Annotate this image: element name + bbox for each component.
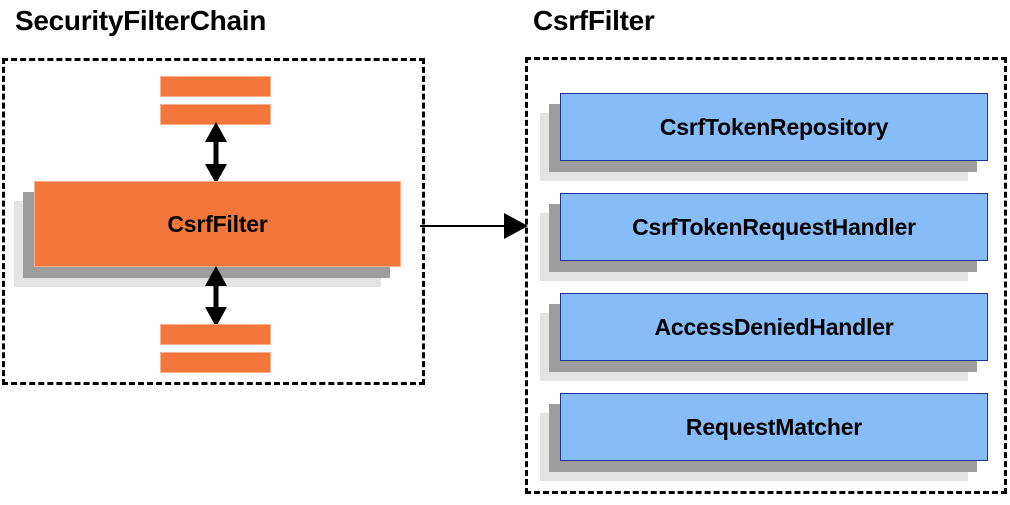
connector-chain-below-arrow: [205, 266, 227, 327]
component-label: RequestMatcher: [560, 393, 988, 461]
filter-slab-above-1: [160, 76, 271, 97]
component-csrf-token-repository[interactable]: CsrfTokenRepository: [540, 93, 988, 181]
page-title-csrf-filter: CsrfFilter: [533, 5, 655, 36]
component-csrf-filter[interactable]: CsrfFilter: [14, 181, 401, 287]
component-request-matcher[interactable]: RequestMatcher: [540, 393, 988, 481]
component-label: CsrfTokenRepository: [560, 93, 988, 161]
component-csrf-token-request-handler[interactable]: CsrfTokenRequestHandler: [540, 193, 988, 281]
component-label: CsrfTokenRequestHandler: [560, 193, 988, 261]
connector-chain-above-arrow: [205, 122, 227, 184]
component-csrf-filter-label: CsrfFilter: [34, 181, 401, 267]
panel-security-filter-chain: [2, 58, 425, 385]
component-label: AccessDeniedHandler: [560, 293, 988, 361]
filter-slab-below-2: [160, 352, 271, 373]
panel-csrf-filter-collaborators: [525, 57, 1007, 494]
filter-slab-below-1: [160, 324, 271, 345]
component-access-denied-handler[interactable]: AccessDeniedHandler: [540, 293, 988, 381]
connector-expand-arrow: [420, 213, 528, 239]
page-title-security-filter-chain: SecurityFilterChain: [15, 5, 267, 36]
